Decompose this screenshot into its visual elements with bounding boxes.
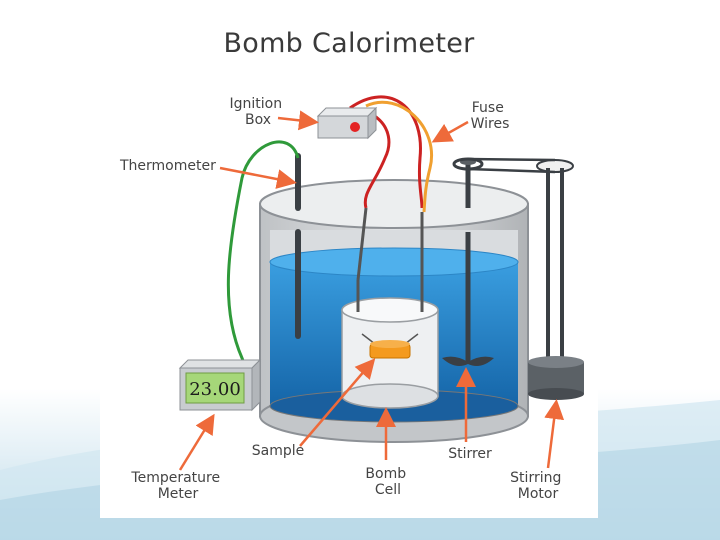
bomb-calorimeter-diagram: 23.00 Ignition Box Fuse Wires Thermom (119, 95, 584, 502)
label-fuse-wires: Fuse Wires (471, 100, 510, 132)
arrow-sample (299, 358, 376, 447)
sample-cup (369, 340, 411, 359)
label-arrows (178, 110, 565, 471)
temperature-meter: 23.00 (178, 358, 262, 412)
label-ignition-box: Ignition Box (229, 96, 286, 128)
orange-wire (365, 100, 433, 213)
labels: Ignition Box Fuse Wires Thermometer Temp… (119, 96, 566, 502)
arrow-thermometer (219, 166, 297, 189)
diagram-title: Bomb Calorimeter (223, 28, 475, 59)
indicator-light-icon (350, 122, 360, 132)
label-stirring-motor: Stirring Motor (510, 470, 566, 502)
arrow-stirring-motor (544, 399, 565, 469)
arrow-fuse-wires (431, 120, 469, 143)
meter-reading: 23.00 (189, 379, 241, 400)
arrow-ignition-box (277, 110, 319, 131)
label-bomb-cell: Bomb Cell (365, 466, 410, 498)
stirring-motor (528, 168, 584, 400)
label-temperature-meter: Temperature Meter (130, 470, 224, 502)
label-sample: Sample (252, 443, 305, 459)
red-wire-right (349, 95, 424, 209)
diagram-card: Bomb Calorimeter (100, 18, 598, 518)
ignition-box (316, 106, 378, 140)
arrow-temperature-meter (178, 413, 215, 471)
label-thermometer: Thermometer (119, 158, 216, 174)
label-stirrer: Stirrer (448, 446, 492, 462)
